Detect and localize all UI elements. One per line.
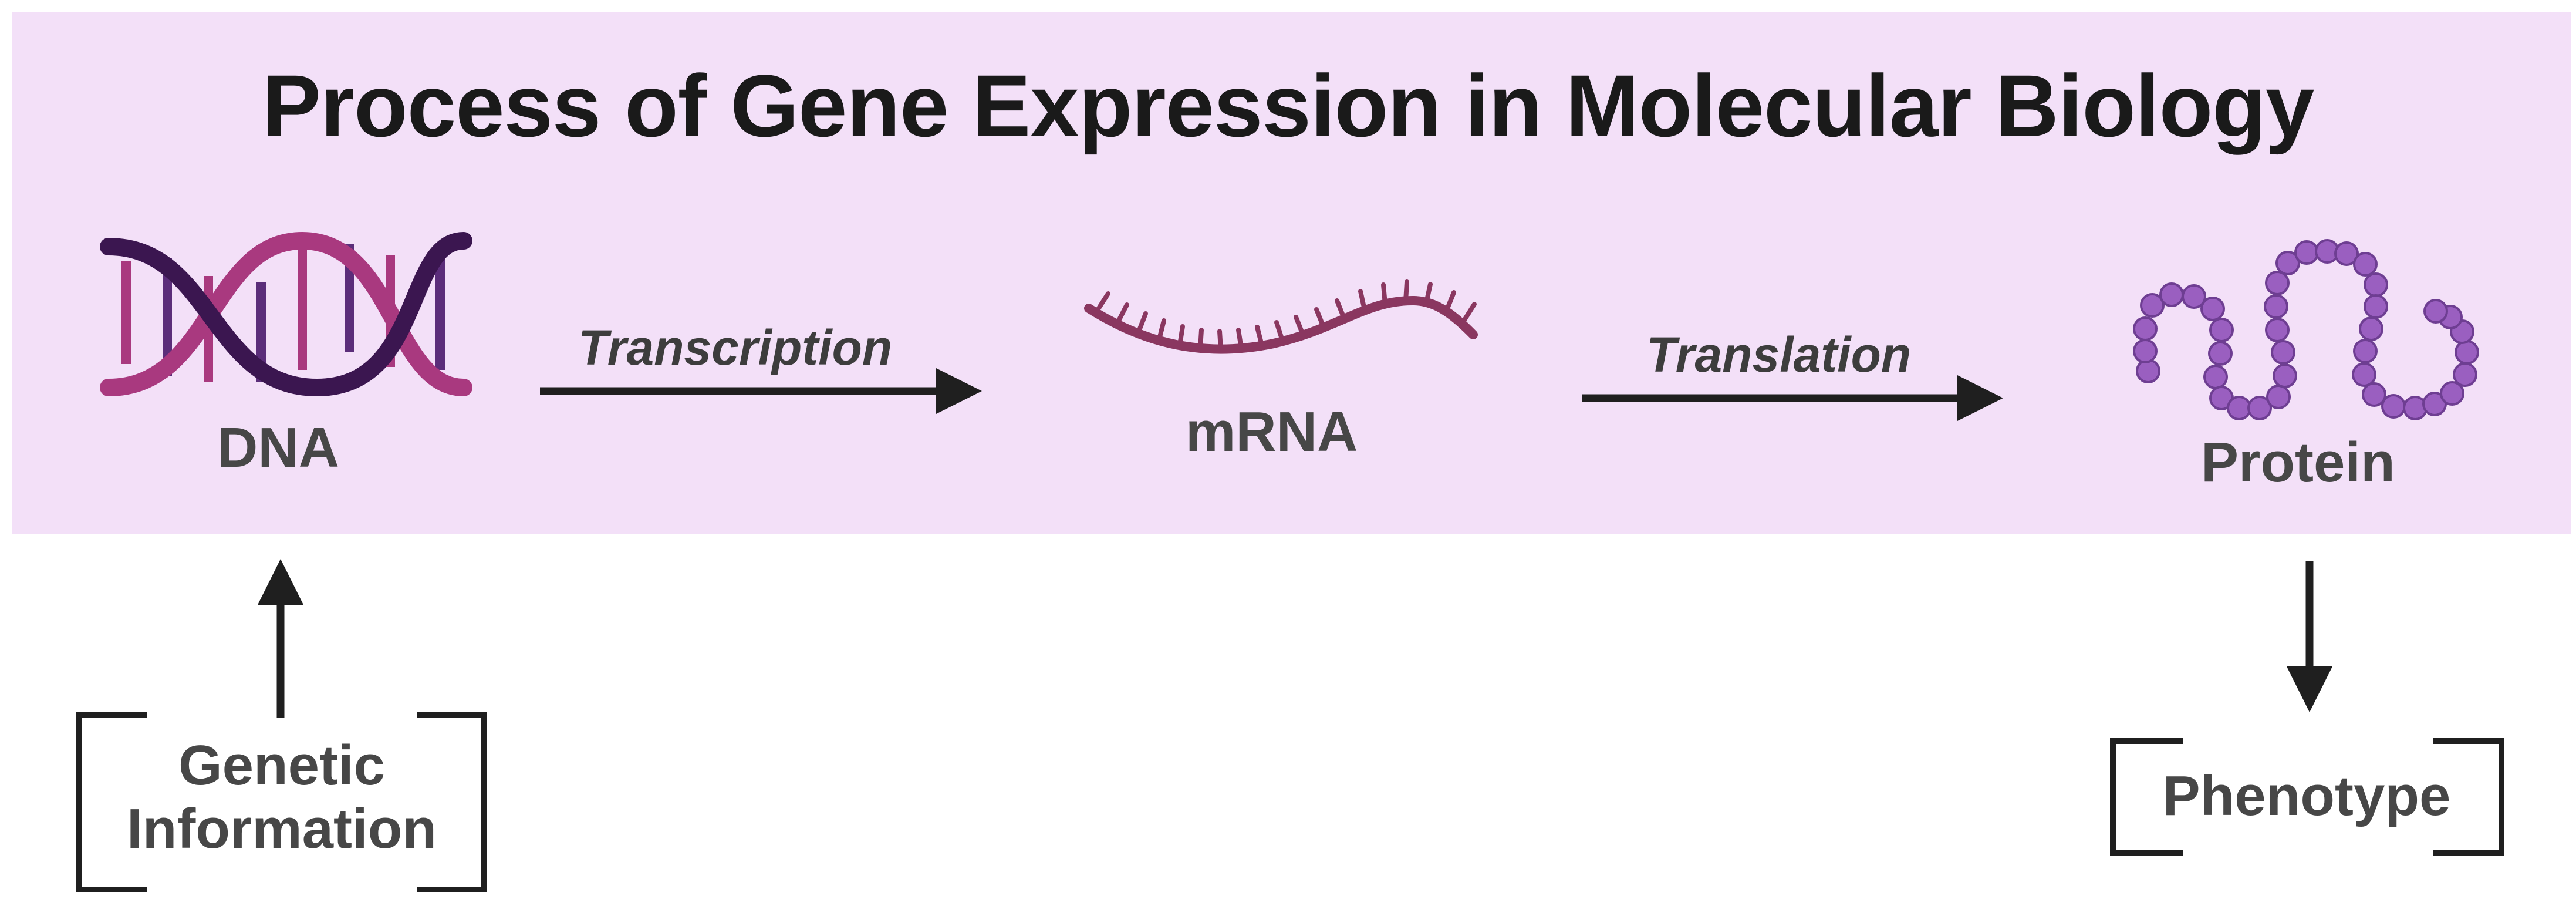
protein-bead <box>2352 362 2376 387</box>
protein-bead <box>2208 341 2233 366</box>
phenotype-bracket <box>2110 738 2504 856</box>
protein-label: Protein <box>2201 431 2395 494</box>
protein-bead <box>2294 240 2319 265</box>
protein-bead <box>2440 381 2464 406</box>
protein-bead <box>2334 241 2359 266</box>
mrna-label: mRNA <box>1186 400 1358 463</box>
dna-label: DNA <box>217 416 339 479</box>
protein-bead <box>2359 316 2383 341</box>
protein-bead <box>2364 294 2388 319</box>
translation-label: Translation <box>1646 327 1912 382</box>
protein-bead <box>2136 359 2160 383</box>
protein-bead <box>2227 396 2251 420</box>
genetic-information-label: Genetic Information <box>127 734 437 860</box>
protein-bead <box>2140 293 2165 318</box>
protein-bead <box>2209 318 2234 342</box>
protein-bead <box>2275 251 2300 275</box>
protein-bead <box>2362 382 2386 407</box>
mrna-strand-icon <box>1084 279 1478 354</box>
protein-bead <box>2273 363 2297 388</box>
protein-bead <box>2265 318 2290 342</box>
protein-bead <box>2271 340 2295 365</box>
protein-bead <box>2247 396 2272 420</box>
protein-bead <box>2264 294 2288 319</box>
phenotype-label: Phenotype <box>2162 764 2451 827</box>
protein-chain-icon <box>2133 239 2479 420</box>
dna-helix-icon <box>100 231 472 397</box>
genetic-info-bracket <box>76 712 487 892</box>
protein-bead <box>2203 365 2228 389</box>
protein-bead <box>2381 394 2406 419</box>
protein-bead <box>2423 299 2448 324</box>
protein-bead <box>2353 252 2378 277</box>
protein-bead <box>2182 284 2206 309</box>
protein-bead <box>2133 339 2158 363</box>
protein-bead <box>2200 297 2225 321</box>
protein-bead <box>2353 339 2378 363</box>
protein-bead <box>2455 340 2479 365</box>
protein-bead <box>2422 392 2447 416</box>
protein-bead <box>2265 271 2290 295</box>
protein-bead <box>2266 385 2291 409</box>
transcription-label: Transcription <box>578 320 893 375</box>
protein-bead <box>2159 282 2184 307</box>
diagram-title: Process of Gene Expression in Molecular … <box>262 56 2315 155</box>
protein-bead <box>2364 272 2388 297</box>
protein-bead <box>2453 362 2477 387</box>
protein-bead <box>2133 316 2158 341</box>
